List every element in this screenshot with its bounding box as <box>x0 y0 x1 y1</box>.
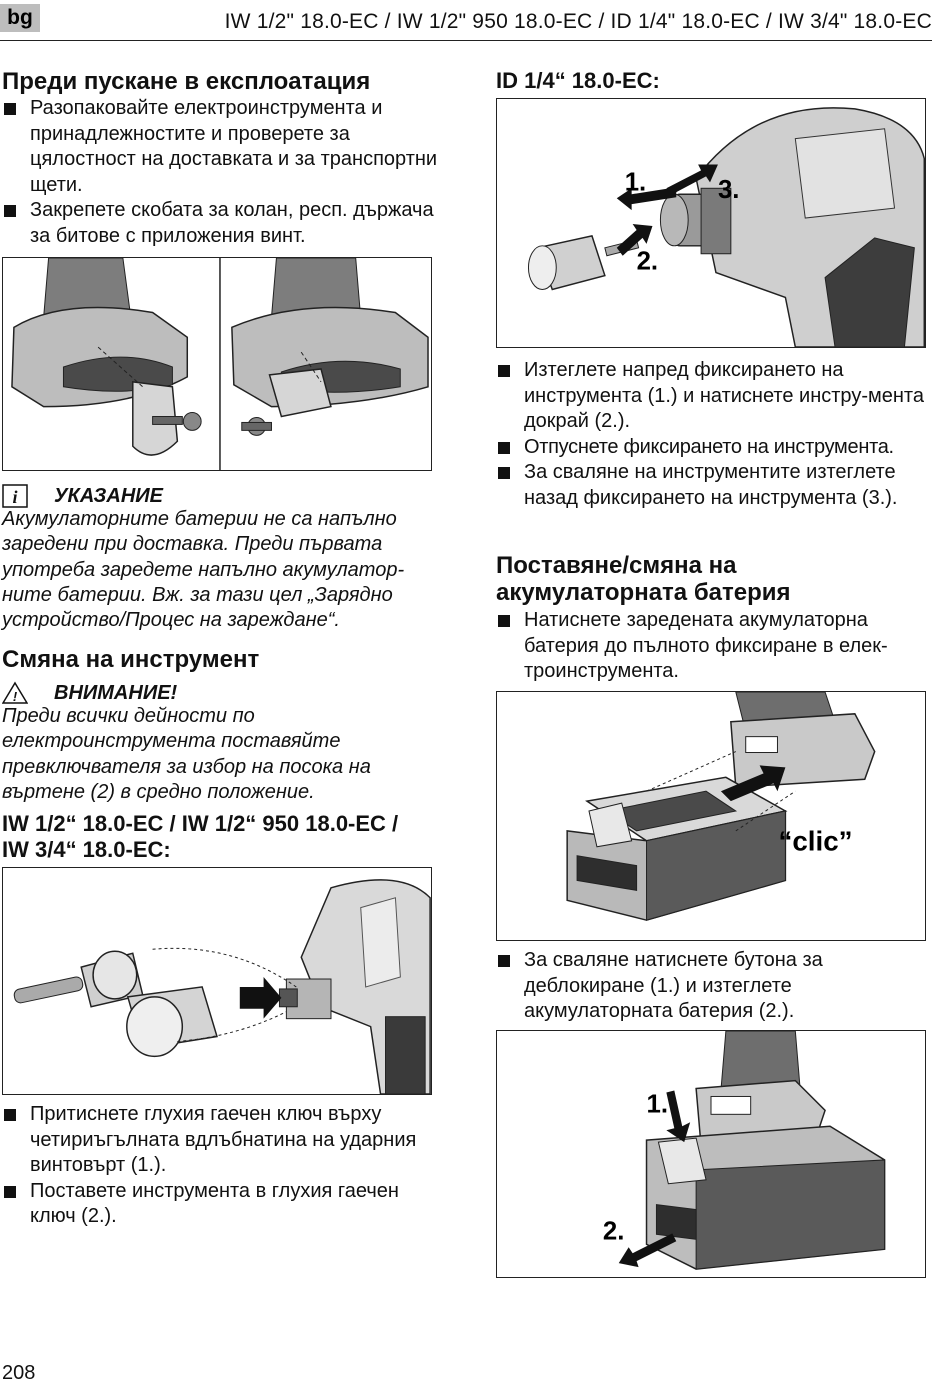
list-item: Отпуснете фиксирането на инструмента. <box>496 435 936 461</box>
note-title: УКАЗАНИЕ <box>54 485 163 507</box>
figure-label: 1. <box>625 168 647 196</box>
figure-battery-insert: “clic” <box>496 691 926 941</box>
subsection-title-line: IW 1/2“ 18.0-EC / IW 1/2“ 950 18.0-EC / <box>2 811 399 836</box>
warning-title: ВНИМАНИЕ! <box>54 682 178 704</box>
commissioning-list: Разопаковайте електроинструмента и прина… <box>2 96 442 249</box>
battery-insert-list: Натиснете заредената акумулаторна батери… <box>496 608 936 685</box>
clic-label: “clic” <box>778 826 852 857</box>
page-header-title: IW 1/2" 18.0-EC / IW 1/2" 950 18.0-EC / … <box>224 10 932 33</box>
battery-remove-list: За сваляне натиснете бутона за деблокира… <box>496 948 936 1025</box>
section-title-commissioning: Преди пускане в експлоатация <box>2 68 371 95</box>
info-icon: i <box>2 484 28 508</box>
figure-label: 1. <box>647 1090 669 1118</box>
figure-battery-remove: 1. 2. <box>496 1030 926 1278</box>
note-heading: i УКАЗАНИЕ <box>2 483 163 509</box>
figure-label: 2. <box>637 248 659 276</box>
bit-chuck-list: Изтеглете напред фиксирането на инструме… <box>496 358 936 511</box>
subsection-title-line: IW 3/4“ 18.0-EC: <box>2 837 171 862</box>
list-item: Натиснете заредената акумулаторна батери… <box>496 608 936 685</box>
figure-bit-chuck: 1. 2. 3. <box>496 98 926 348</box>
section-title-line: акумулаторната батерия <box>496 579 791 606</box>
section-title-line: Поставяне/смяна на <box>496 552 737 579</box>
warning-heading: ! ВНИМАНИЕ! <box>1 680 178 706</box>
header-rule <box>0 40 932 41</box>
svg-text:i: i <box>12 487 17 507</box>
list-item: Притиснете глухия гаечен ключ върху чети… <box>2 1102 442 1179</box>
language-badge: bg <box>0 4 40 32</box>
subsection-title-id: ID 1/4“ 18.0-EC: <box>496 68 660 93</box>
note-text: Акумулаторните батерии не са напълно зар… <box>2 508 405 632</box>
subsection-title-iw: IW 1/2“ 18.0-EC / IW 1/2“ 950 18.0-EC / … <box>2 811 398 863</box>
figure-socket-attachment <box>2 867 432 1095</box>
page-number: 208 <box>2 1362 36 1384</box>
socket-steps-list: Притиснете глухия гаечен ключ върху чети… <box>2 1102 442 1230</box>
list-item: Поставете инструмента в глухия гаечен кл… <box>2 1179 442 1230</box>
list-item: Изтеглете напред фиксирането на инструме… <box>496 358 936 435</box>
figure-label: 2. <box>603 1217 625 1245</box>
list-item: Разопаковайте електроинструмента и прина… <box>2 96 442 198</box>
section-title-tool-change: Смяна на инструмент <box>2 646 260 673</box>
figure-belt-clip <box>2 257 432 471</box>
figure-label: 3. <box>718 176 740 204</box>
svg-text:!: ! <box>13 689 18 704</box>
section-title-battery: Поставяне/смяна на акумулаторната батери… <box>496 552 791 606</box>
list-item: За сваляне на инструментите изтеглете на… <box>496 460 936 511</box>
list-item: За сваляне натиснете бутона за деблокира… <box>496 948 936 1025</box>
warning-icon: ! <box>1 681 29 705</box>
warning-text: Преди всички дейности по електроинструме… <box>2 705 371 803</box>
list-item: Закрепете скобата за колан, респ. държач… <box>2 198 442 249</box>
